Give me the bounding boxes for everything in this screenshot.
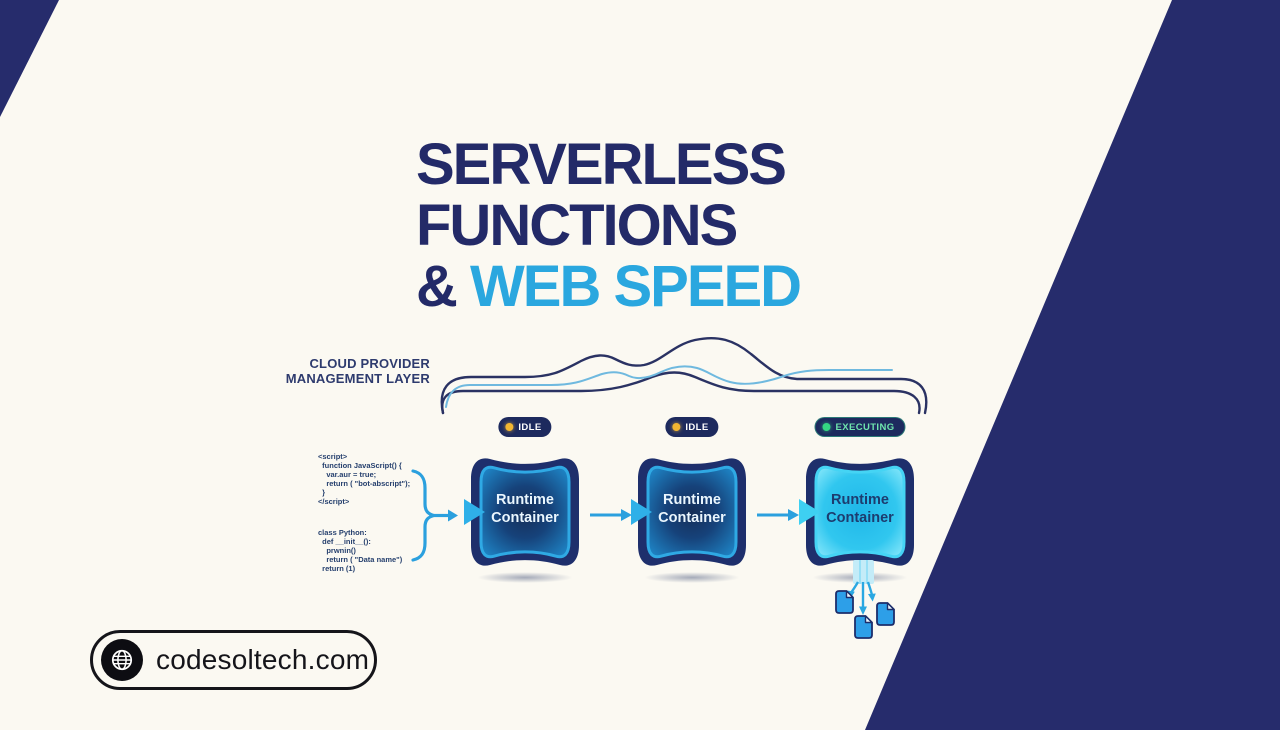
website-badge: codesoltech.com bbox=[90, 630, 377, 690]
status-badge-label: IDLE bbox=[685, 421, 709, 433]
container-shadow bbox=[477, 572, 573, 583]
document-icon bbox=[876, 602, 895, 626]
title-line-1: SERVERLESS bbox=[416, 132, 787, 197]
container-label: Runtime Container bbox=[491, 492, 559, 526]
output-documents-group bbox=[835, 560, 895, 639]
container-label: Runtime Container bbox=[826, 492, 894, 526]
page-title: SERVERLESS FUNCTIONS & WEB SPEED bbox=[416, 132, 802, 319]
python-snippet: class Python: def __init__(): prwnin() r… bbox=[318, 528, 403, 573]
container-cylinder-icon bbox=[464, 458, 579, 566]
cloud-top-curve bbox=[440, 336, 928, 415]
status-badge-label: IDLE bbox=[518, 421, 542, 433]
cloud-blue-curve bbox=[445, 365, 893, 408]
status-badge-label: EXECUTING bbox=[835, 421, 895, 433]
idle-dot-icon bbox=[505, 423, 514, 431]
title-line-3: & WEB SPEED bbox=[416, 254, 802, 319]
cloud-bottom-curve bbox=[441, 371, 921, 415]
status-badge-executing: EXECUTING bbox=[814, 417, 906, 437]
runtime-container-1: Runtime Container bbox=[463, 451, 587, 573]
flow-arrow-icon bbox=[757, 509, 799, 521]
status-badge-idle-2: IDLE bbox=[665, 417, 719, 437]
cloud-label-line-1: CLOUD PROVIDER bbox=[309, 356, 430, 371]
container-cylinder-icon bbox=[631, 458, 746, 566]
input-notch-icon bbox=[799, 499, 820, 525]
curly-brace-arrow-icon bbox=[411, 469, 458, 562]
idle-dot-icon bbox=[672, 423, 681, 431]
runtime-container-3-executing: Runtime Container bbox=[798, 451, 922, 573]
container-cylinder-icon bbox=[799, 458, 914, 566]
cloud-label-line-2: MANAGEMENT LAYER bbox=[285, 370, 430, 386]
javascript-snippet: <script> function JavaScript() { var.aur… bbox=[318, 452, 411, 506]
website-url: codesoltech.com bbox=[156, 644, 370, 675]
runtime-container-2: Runtime Container bbox=[630, 451, 754, 573]
status-badge-idle-1: IDLE bbox=[498, 417, 552, 437]
container-shadow bbox=[644, 572, 740, 583]
input-notch-icon bbox=[631, 499, 652, 525]
container-label: Runtime Container bbox=[658, 492, 726, 526]
document-icon bbox=[835, 590, 854, 614]
executing-dot-icon bbox=[822, 423, 831, 431]
flow-arrow-icon bbox=[590, 509, 632, 521]
top-left-corner-shape bbox=[0, 0, 59, 117]
title-ampersand: & bbox=[416, 254, 458, 319]
globe-circle bbox=[101, 639, 143, 681]
globe-icon bbox=[111, 649, 133, 671]
cloud-layer-label: CLOUD PROVIDER MANAGEMENT LAYER bbox=[240, 356, 430, 386]
output-pipe bbox=[853, 560, 874, 584]
title-line-2: FUNCTIONS bbox=[416, 193, 738, 258]
input-notch-icon bbox=[464, 499, 485, 525]
document-icon bbox=[854, 615, 873, 639]
cloud-outline-sketch bbox=[440, 336, 928, 415]
title-highlight: WEB SPEED bbox=[470, 254, 802, 319]
